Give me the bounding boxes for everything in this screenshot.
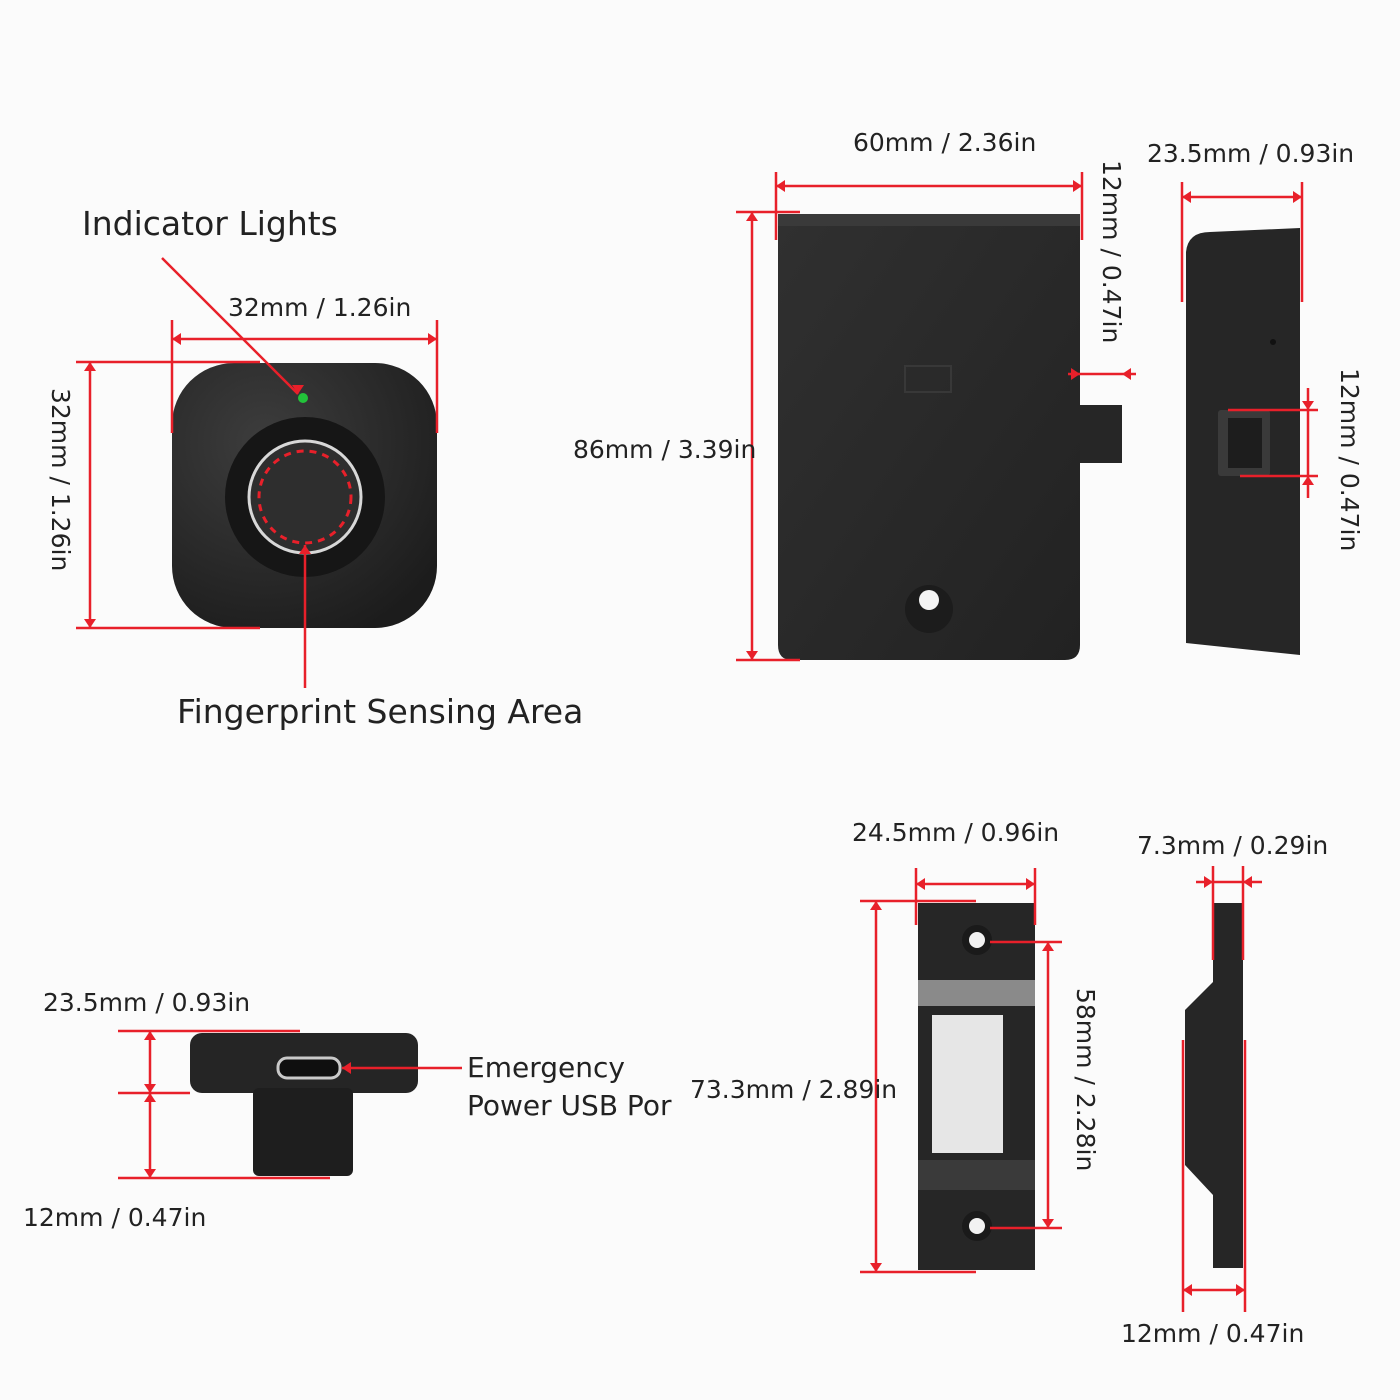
dimension-arrowhead xyxy=(776,180,785,192)
dimension-arrowhead xyxy=(1243,876,1252,888)
dimension-arrowhead xyxy=(84,619,96,628)
lock-width-label: 60mm / 2.36in xyxy=(853,128,1037,157)
lock-height-label: 86mm / 3.39in xyxy=(573,435,757,464)
dimension-lines xyxy=(76,172,1318,1312)
usb-port xyxy=(276,1056,342,1080)
fingerprint-sensing-circle xyxy=(257,449,353,545)
lock-side-view xyxy=(1186,228,1300,655)
strike-width-label: 24.5mm / 0.96in xyxy=(852,818,1060,847)
dimension-arrowhead xyxy=(746,651,758,660)
dimension-arrowhead xyxy=(428,333,437,345)
dimension-arrowhead xyxy=(342,1062,351,1074)
strike-thickness-label: 7.3mm / 0.29in xyxy=(1137,831,1329,860)
dimension-arrowhead xyxy=(870,1263,882,1272)
dimension-arrowhead xyxy=(1073,180,1082,192)
sensor-height-label: 32mm / 1.26in xyxy=(46,388,75,572)
dimension-arrowhead xyxy=(144,1169,156,1178)
dimension-arrowhead xyxy=(1302,401,1314,410)
sensor-side-view xyxy=(190,1033,418,1176)
dimension-arrowhead xyxy=(1042,942,1054,951)
dimension-arrowhead xyxy=(1182,191,1191,203)
indicator-leader-line xyxy=(161,257,299,395)
dimension-arrowhead xyxy=(1293,191,1302,203)
dimension-arrowhead xyxy=(144,1084,156,1093)
side-depth-label: 23.5mm / 0.93in xyxy=(1147,139,1355,168)
usb-port-label-line2: Power USB Por xyxy=(467,1089,672,1122)
dimension-arrowhead xyxy=(1236,1284,1245,1296)
dimension-arrowhead xyxy=(1302,476,1314,485)
sensor-width-label: 32mm / 1.26in xyxy=(228,293,412,322)
indicator-lights-label: Indicator Lights xyxy=(82,204,338,243)
lock-front-view xyxy=(778,214,1122,660)
sensor-shaft-label: 12mm / 0.47in xyxy=(23,1203,207,1232)
strike-hole-spacing-label: 58mm / 2.28in xyxy=(1071,988,1100,1172)
indicator-led xyxy=(298,393,308,403)
usb-port-label-line1: Emergency xyxy=(467,1051,625,1084)
dimension-arrowhead xyxy=(84,362,96,371)
dimension-arrowhead xyxy=(1042,1219,1054,1228)
dimension-arrowhead xyxy=(1071,368,1080,380)
dimension-arrowhead xyxy=(916,878,925,890)
strike-side-depth-label: 12mm / 0.47in xyxy=(1121,1319,1305,1348)
dimension-arrowhead xyxy=(1183,1284,1192,1296)
sensor-side-depth-label: 23.5mm / 0.93in xyxy=(43,988,251,1017)
dimension-arrowhead xyxy=(1122,368,1131,380)
strike-height-label: 73.3mm / 2.89in xyxy=(690,1075,898,1104)
strike-plate-side-view xyxy=(1185,903,1243,1268)
fingerprint-area-label: Fingerprint Sensing Area xyxy=(177,692,584,731)
dimension-arrowhead xyxy=(299,545,311,554)
dimension-arrowhead xyxy=(746,212,758,221)
sensor-front-view xyxy=(172,363,437,628)
dimension-arrowhead xyxy=(172,333,181,345)
side-bolt-label: 12mm / 0.47in xyxy=(1335,368,1364,552)
bolt-extension-label: 12mm / 0.47in xyxy=(1097,160,1126,344)
strike-plate-front-view xyxy=(918,903,1035,1270)
dimension-arrowhead xyxy=(292,385,304,394)
dimension-arrowhead xyxy=(1026,878,1035,890)
dimension-arrowhead xyxy=(144,1031,156,1040)
dimension-arrowhead xyxy=(144,1093,156,1102)
dimension-arrowhead xyxy=(1204,876,1213,888)
dimension-arrowhead xyxy=(870,901,882,910)
